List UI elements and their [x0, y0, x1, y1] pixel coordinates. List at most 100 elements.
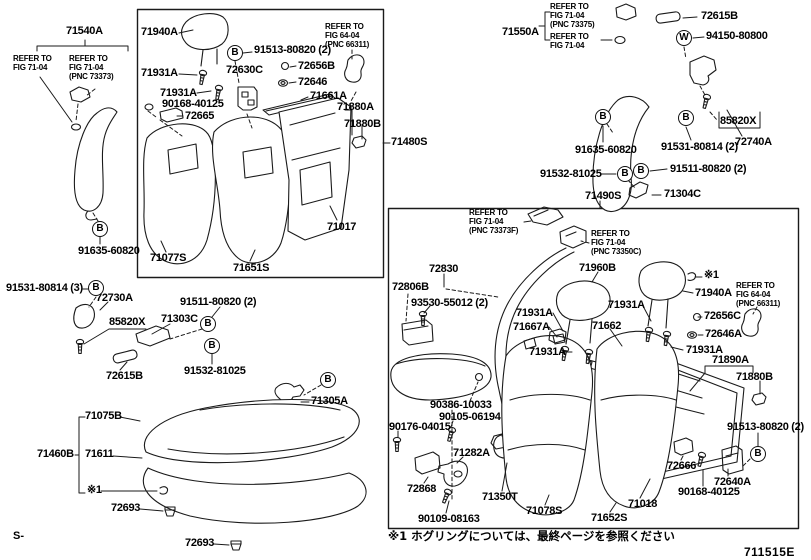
part-label: REFER TO FIG 71-04 (PNC 73373): [69, 54, 114, 81]
leader-lines: [36, 11, 761, 546]
part-label: 71880A: [337, 101, 374, 113]
part-label: 91513-80820 (2): [727, 421, 804, 433]
part-label: 71350T: [482, 491, 518, 503]
part-label: 91531-80814 (3): [6, 282, 83, 294]
part-label: 71931A: [160, 87, 197, 99]
part-label: 72615B: [106, 370, 143, 382]
part-label: 72868: [407, 483, 437, 495]
part-label: 85820X: [109, 316, 146, 328]
part-label: 72646A: [705, 328, 742, 340]
part-label: ※1: [87, 484, 102, 496]
part-label: 71931A: [141, 67, 178, 79]
part-label: 71931A: [686, 344, 723, 356]
part-label: 71931A: [529, 346, 566, 358]
part-label: 71305A: [311, 395, 348, 407]
callout-b-circle: B: [200, 316, 216, 332]
callout-b-circle: B: [320, 372, 336, 388]
part-label: 72615B: [701, 10, 738, 22]
part-label: 90168-40125: [678, 486, 740, 498]
part-label: REFER TO FIG 71-04: [550, 32, 589, 50]
callout-b-circle: B: [227, 45, 243, 61]
callout-b-circle: B: [617, 166, 633, 182]
part-label: 85820X: [720, 115, 757, 127]
part-label: 72665: [185, 110, 215, 122]
callout-b-circle: B: [633, 163, 649, 179]
part-label: 71880B: [736, 371, 773, 383]
part-label: REFER TO FIG 71-04: [13, 54, 52, 72]
part-label: 71480S: [391, 136, 428, 148]
callout-b-circle: B: [88, 280, 104, 296]
part-label: 72640A: [714, 476, 751, 488]
part-label: 91531-80814 (2): [661, 141, 738, 153]
part-label: 91513-80820 (2): [254, 44, 331, 56]
seat-back-assembly-box: [143, 13, 367, 265]
part-label: 90386-10033: [430, 399, 492, 411]
part-label: 71652S: [591, 512, 628, 524]
part-label: REFER TO FIG 71-04 (PNC 73373F): [469, 208, 519, 235]
callout-b-circle: B: [92, 221, 108, 237]
part-label: 71880B: [344, 118, 381, 130]
part-label: 72666: [667, 460, 697, 472]
part-label: 72646: [298, 76, 328, 88]
part-label: 72730A: [96, 292, 133, 304]
part-label: 71960B: [579, 262, 616, 274]
part-label: ※1: [704, 269, 719, 281]
part-label: 90105-06194: [439, 411, 501, 423]
part-label: 71931A: [608, 299, 645, 311]
part-label: 72693: [111, 502, 141, 514]
left-belt-guide-assembly: [69, 86, 118, 221]
part-label: 71282A: [453, 447, 490, 459]
callout-b-circle: B: [678, 110, 694, 126]
seat-back-full-assembly-box: [390, 206, 767, 516]
part-label: 90176-04015: [389, 421, 451, 433]
part-label: 72656C: [704, 310, 741, 322]
part-label: 71661A: [310, 90, 347, 102]
part-label: 71460B: [37, 448, 74, 460]
part-label: 71304C: [664, 188, 701, 200]
document-number: 711515E: [744, 545, 795, 559]
part-label: 91635-60820: [575, 144, 637, 156]
part-label: 91511-80820 (2): [670, 163, 747, 175]
callout-b-circle: B: [595, 109, 611, 125]
part-label: 71078S: [526, 505, 563, 517]
part-label: 72630C: [226, 64, 263, 76]
dashed-leader-lines: [75, 46, 758, 501]
seat-cushion: [142, 399, 367, 551]
part-label: 72693: [185, 537, 215, 549]
part-label: 71940A: [141, 26, 178, 38]
part-label: 91635-60820: [78, 245, 140, 257]
corner-mark: S-: [13, 530, 24, 542]
part-label: 72830: [429, 263, 459, 275]
part-label: 71303C: [161, 313, 198, 325]
right-belt-guide-assembly: [592, 3, 717, 213]
footnote: ※1 ホグリングについては、最終ページを参照ください: [388, 529, 675, 543]
part-label: 71662: [592, 320, 622, 332]
callout-b-circle: B: [750, 446, 766, 462]
part-label: 71931A: [516, 307, 553, 319]
callout-b-circle: B: [204, 338, 220, 354]
part-label: 71017: [327, 221, 357, 233]
part-label: 71540A: [66, 25, 103, 37]
part-label: 94150-80800: [706, 30, 768, 42]
part-label: 91532-81025: [540, 168, 602, 180]
part-label: 71490S: [585, 190, 622, 202]
part-label: 91511-80820 (2): [180, 296, 257, 308]
part-label: REFER TO FIG 64-04 (PNC 66311): [325, 22, 370, 49]
part-label: 72806B: [392, 281, 429, 293]
part-label: 71667A: [513, 321, 550, 333]
part-label: 71075B: [85, 410, 122, 422]
part-label: 72656B: [298, 60, 335, 72]
part-label: 90109-08163: [418, 513, 480, 525]
part-label: REFER TO FIG 71-04 (PNC 73350C): [591, 229, 642, 256]
part-label: 90168-40125: [162, 98, 224, 110]
part-label: REFER TO FIG 71-04 (PNC 73375): [550, 2, 595, 29]
part-label: 71940A: [695, 287, 732, 299]
part-label: 71890A: [712, 354, 749, 366]
part-label: 71611: [85, 448, 114, 460]
part-label: 71651S: [233, 262, 270, 274]
part-label: 71018: [628, 498, 658, 510]
callout-w-circle: W: [676, 30, 692, 46]
part-label: 93530-55012 (2): [411, 297, 488, 309]
